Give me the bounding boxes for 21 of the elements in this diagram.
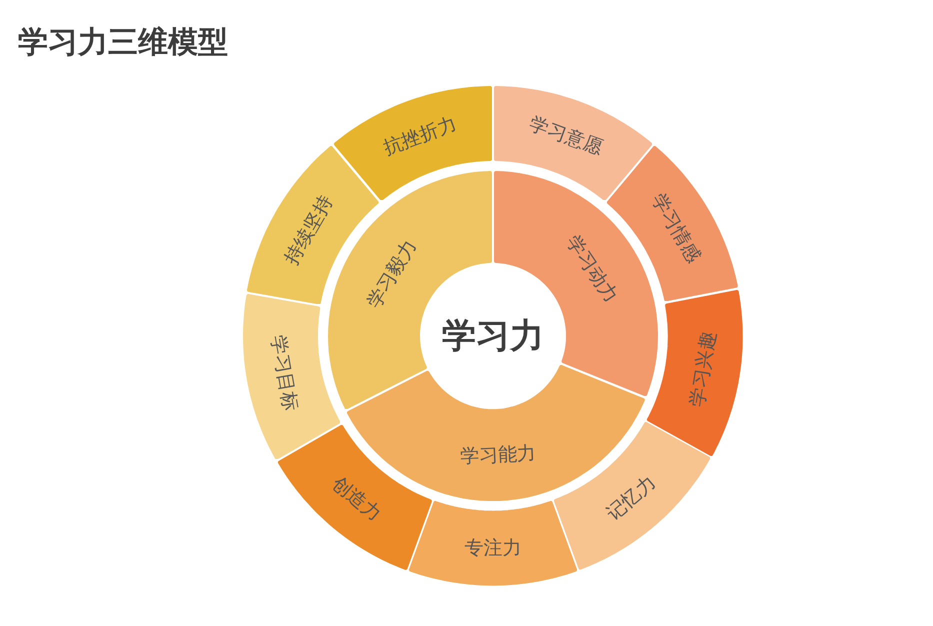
outer-ring-segment [409,501,577,586]
segment-label: 创造力 [326,471,386,528]
segment-label: 学习能力 [460,441,537,470]
outer-ring-segment [647,290,743,456]
segment-label: 学习意愿 [526,112,606,162]
segment-label: 学习兴趣 [685,330,721,409]
outer-ring-segment [278,425,432,570]
segment-label: 持续坚持 [279,190,338,270]
outer-ring-segment [494,86,652,200]
segment-label: 专注力 [464,536,522,562]
segment-label: 学习毅力 [361,234,422,313]
segment-label: 抗挫折力 [380,112,460,162]
segment-label: 记忆力 [601,470,661,526]
center-label: 学习力 [438,314,548,358]
outer-ring-segment [554,422,710,570]
title: 学习力三维模型 [18,24,228,62]
outer-ring-segment [243,294,340,460]
segment-label: 学习情感 [646,188,706,268]
outer-ring-segment [334,86,492,200]
segment-label: 学习目标 [265,333,302,413]
segment-label: 学习动力 [560,230,623,308]
